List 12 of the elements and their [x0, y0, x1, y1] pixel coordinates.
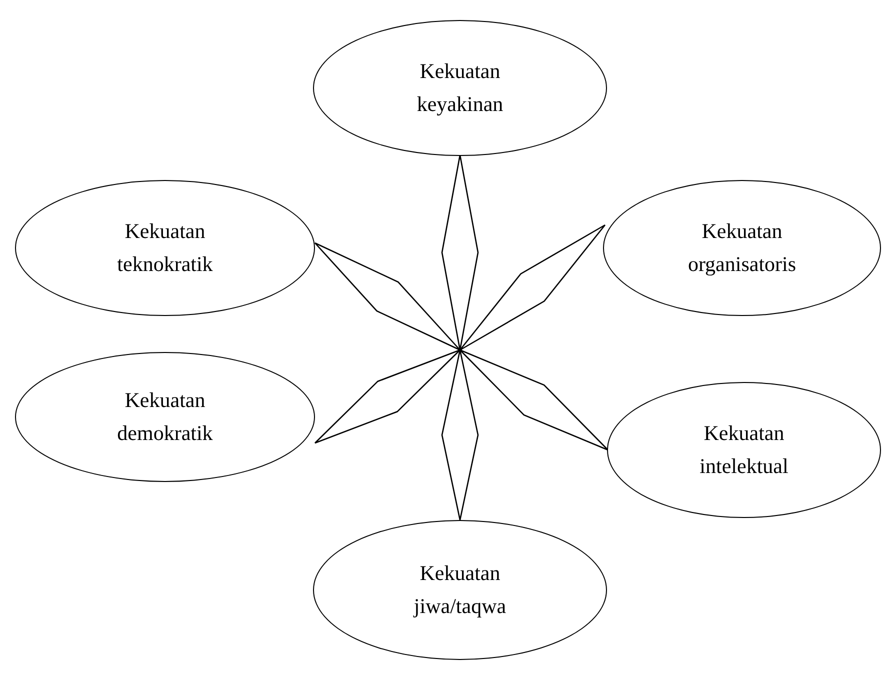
diamond-connector — [441, 154, 479, 351]
ellipse-node: Kekuatan organisatoris — [603, 180, 881, 316]
ellipse-node: Kekuatan intelektual — [607, 382, 881, 518]
ellipse-node: Kekuatan demokratik — [15, 352, 315, 482]
diamond-connector — [441, 349, 479, 521]
diamond-connector — [314, 242, 461, 351]
diamond-connector — [314, 349, 461, 444]
diamond-connector — [459, 224, 606, 351]
ellipse-node: Kekuatan keyakinan — [313, 20, 607, 156]
diamond-connector — [459, 349, 609, 451]
ellipse-node: Kekuatan teknokratik — [15, 180, 315, 316]
ellipse-node: Kekuatan jiwa/taqwa — [313, 520, 607, 660]
